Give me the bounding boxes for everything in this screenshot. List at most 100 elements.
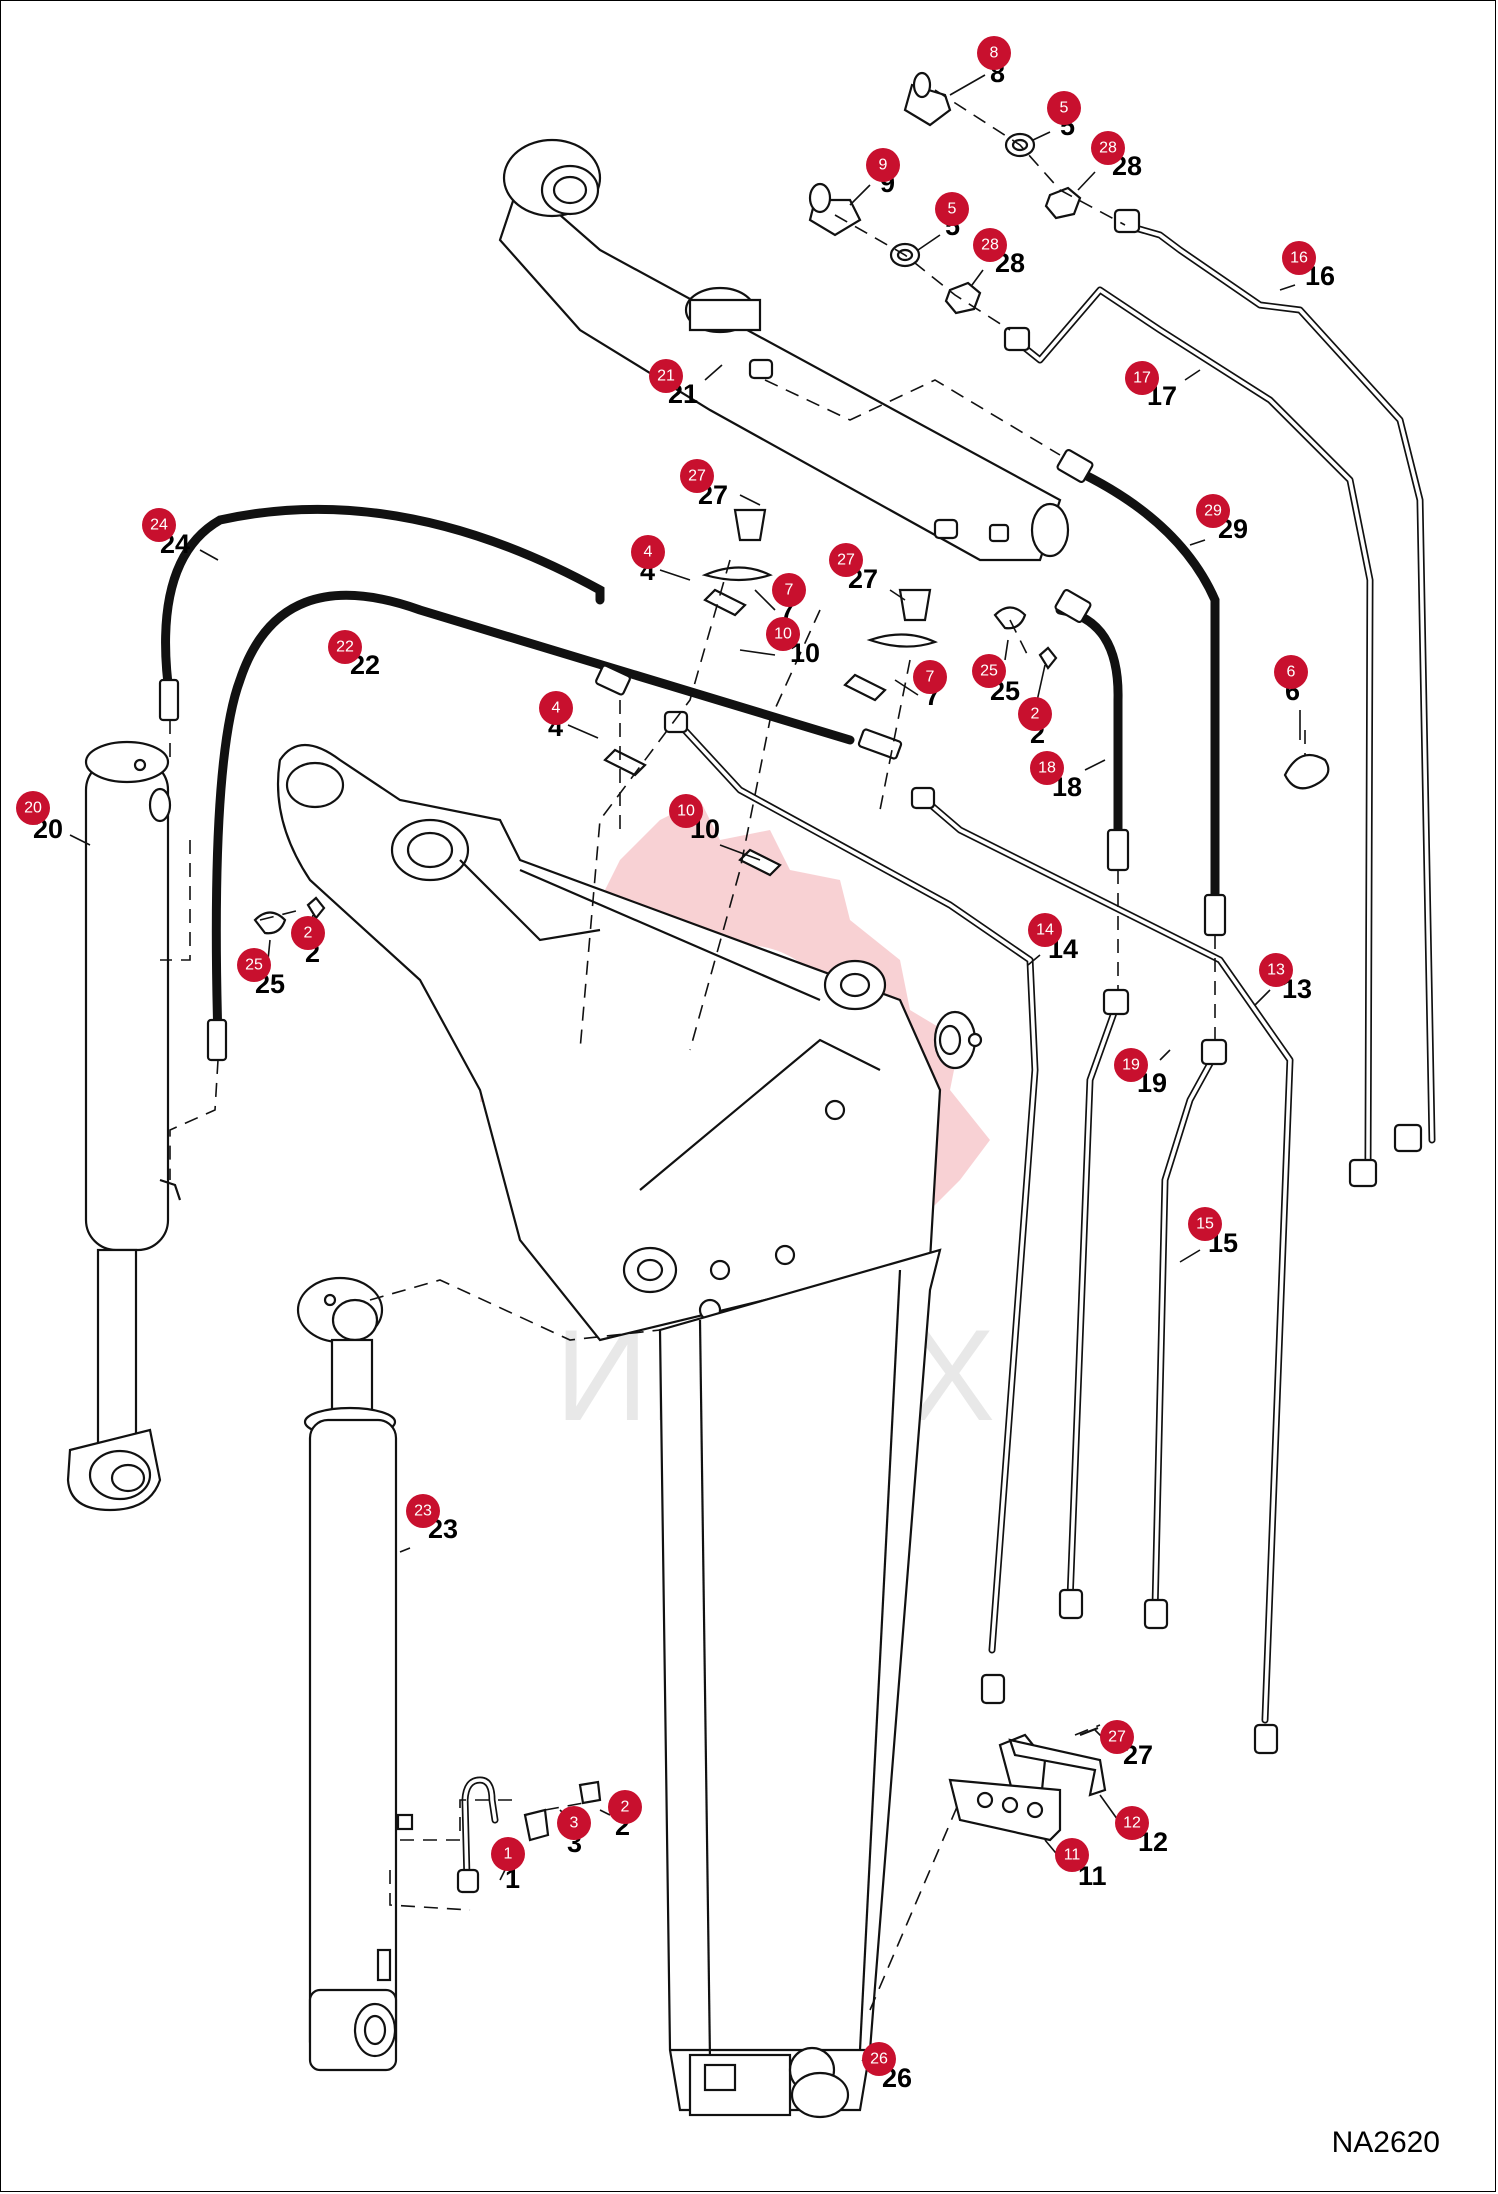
- callout-badge: [291, 916, 325, 950]
- callout-5: 55: [917, 192, 969, 251]
- leader-line: [719, 844, 761, 861]
- callout-badge-label: 8: [990, 45, 999, 62]
- leader-line: [1189, 539, 1206, 546]
- callout-9: 99: [849, 148, 900, 206]
- callout-badge-label: 4: [644, 544, 653, 561]
- hose-24: [161, 504, 605, 705]
- callout-badge-label: 22: [336, 639, 354, 656]
- callout-badge: [829, 543, 863, 577]
- fittings: [253, 71, 1330, 1842]
- leader-line: [199, 549, 219, 561]
- callout-badge: [766, 617, 800, 651]
- leader-line: [949, 74, 986, 96]
- callout-badge-label: 10: [677, 803, 695, 820]
- leader-line: [399, 1547, 411, 1553]
- callout-badge-label: 25: [980, 663, 998, 680]
- callout-2: 22: [291, 914, 325, 968]
- leader-line: [739, 494, 761, 506]
- callout-badge: [1259, 953, 1293, 987]
- callout-badge: [142, 508, 176, 542]
- callout-badge-label: 16: [1290, 250, 1308, 267]
- leader-line: [499, 1869, 506, 1881]
- callout-badge-label: 25: [245, 957, 263, 974]
- leader-line: [1159, 1049, 1171, 1061]
- dipper-arm: [658, 1248, 942, 2119]
- callout-badge: [1125, 361, 1159, 395]
- leader-line: [739, 649, 776, 656]
- callout-badge: [237, 948, 271, 982]
- bucket-cylinder-23: [296, 1276, 398, 2072]
- leader-line: [704, 364, 723, 381]
- callout-badge: [1100, 1720, 1134, 1754]
- leader-line: [971, 269, 984, 286]
- callout-badge-label: 18: [1038, 760, 1056, 777]
- callout-badge: [1188, 1207, 1222, 1241]
- callout-badge-label: 28: [1099, 140, 1117, 157]
- hose-22: [211, 590, 855, 1045]
- callout-badge: [16, 791, 50, 825]
- callout-badge: [557, 1806, 591, 1840]
- callout-badge-label: 15: [1196, 1216, 1214, 1233]
- leader-line: [1254, 989, 1271, 1006]
- callout-3: 33: [557, 1806, 591, 1858]
- callout-2: 22: [1018, 664, 1052, 749]
- callout-badge: [973, 228, 1007, 262]
- callout-2: 22: [599, 1790, 642, 1841]
- callout-badge: [1018, 697, 1052, 731]
- callout-badge-label: 5: [948, 201, 957, 218]
- part-number-label: 1: [505, 1864, 520, 1894]
- tube-19: [1066, 1006, 1119, 1604]
- hoses: [158, 448, 1227, 1062]
- leader-line: [1032, 131, 1051, 141]
- callout-badge-label: 4: [552, 700, 561, 717]
- leader-line: [1179, 1249, 1201, 1263]
- callout-badge: [1196, 494, 1230, 528]
- arm-cylinder-20: [66, 740, 182, 1512]
- callout-7: 77: [894, 660, 947, 711]
- callout-6: 66: [1274, 655, 1308, 740]
- callout-badge-label: 26: [870, 2051, 888, 2068]
- callout-badge-label: 24: [150, 517, 168, 534]
- callout-badge: [972, 654, 1006, 688]
- callout-badge: [913, 660, 947, 694]
- callout-badge-label: 29: [1204, 503, 1222, 520]
- callout-badge: [772, 573, 806, 607]
- callout-badge: [631, 535, 665, 569]
- callout-badge: [1274, 655, 1308, 689]
- callout-badge-label: 20: [24, 800, 42, 817]
- callout-badge-label: 5: [1060, 100, 1069, 117]
- callout-badge-label: 14: [1036, 922, 1054, 939]
- steel-tubes: [456, 208, 1436, 1894]
- callout-badge: [935, 192, 969, 226]
- callout-8: 88: [949, 36, 1011, 96]
- callout-badge-label: 2: [1031, 706, 1040, 723]
- callout-badge-label: 28: [981, 237, 999, 254]
- callout-badge-label: 2: [621, 1799, 630, 1816]
- callout-4: 44: [539, 691, 599, 742]
- leader-line: [659, 569, 691, 581]
- callout-badge-label: 7: [785, 582, 794, 599]
- leader-line: [567, 724, 599, 739]
- callout-1: 11: [491, 1837, 525, 1894]
- leader-line: [1077, 171, 1096, 191]
- tube-17: [1011, 286, 1374, 1164]
- leader-line: [849, 184, 871, 206]
- callout-badge-label: 6: [1287, 664, 1296, 681]
